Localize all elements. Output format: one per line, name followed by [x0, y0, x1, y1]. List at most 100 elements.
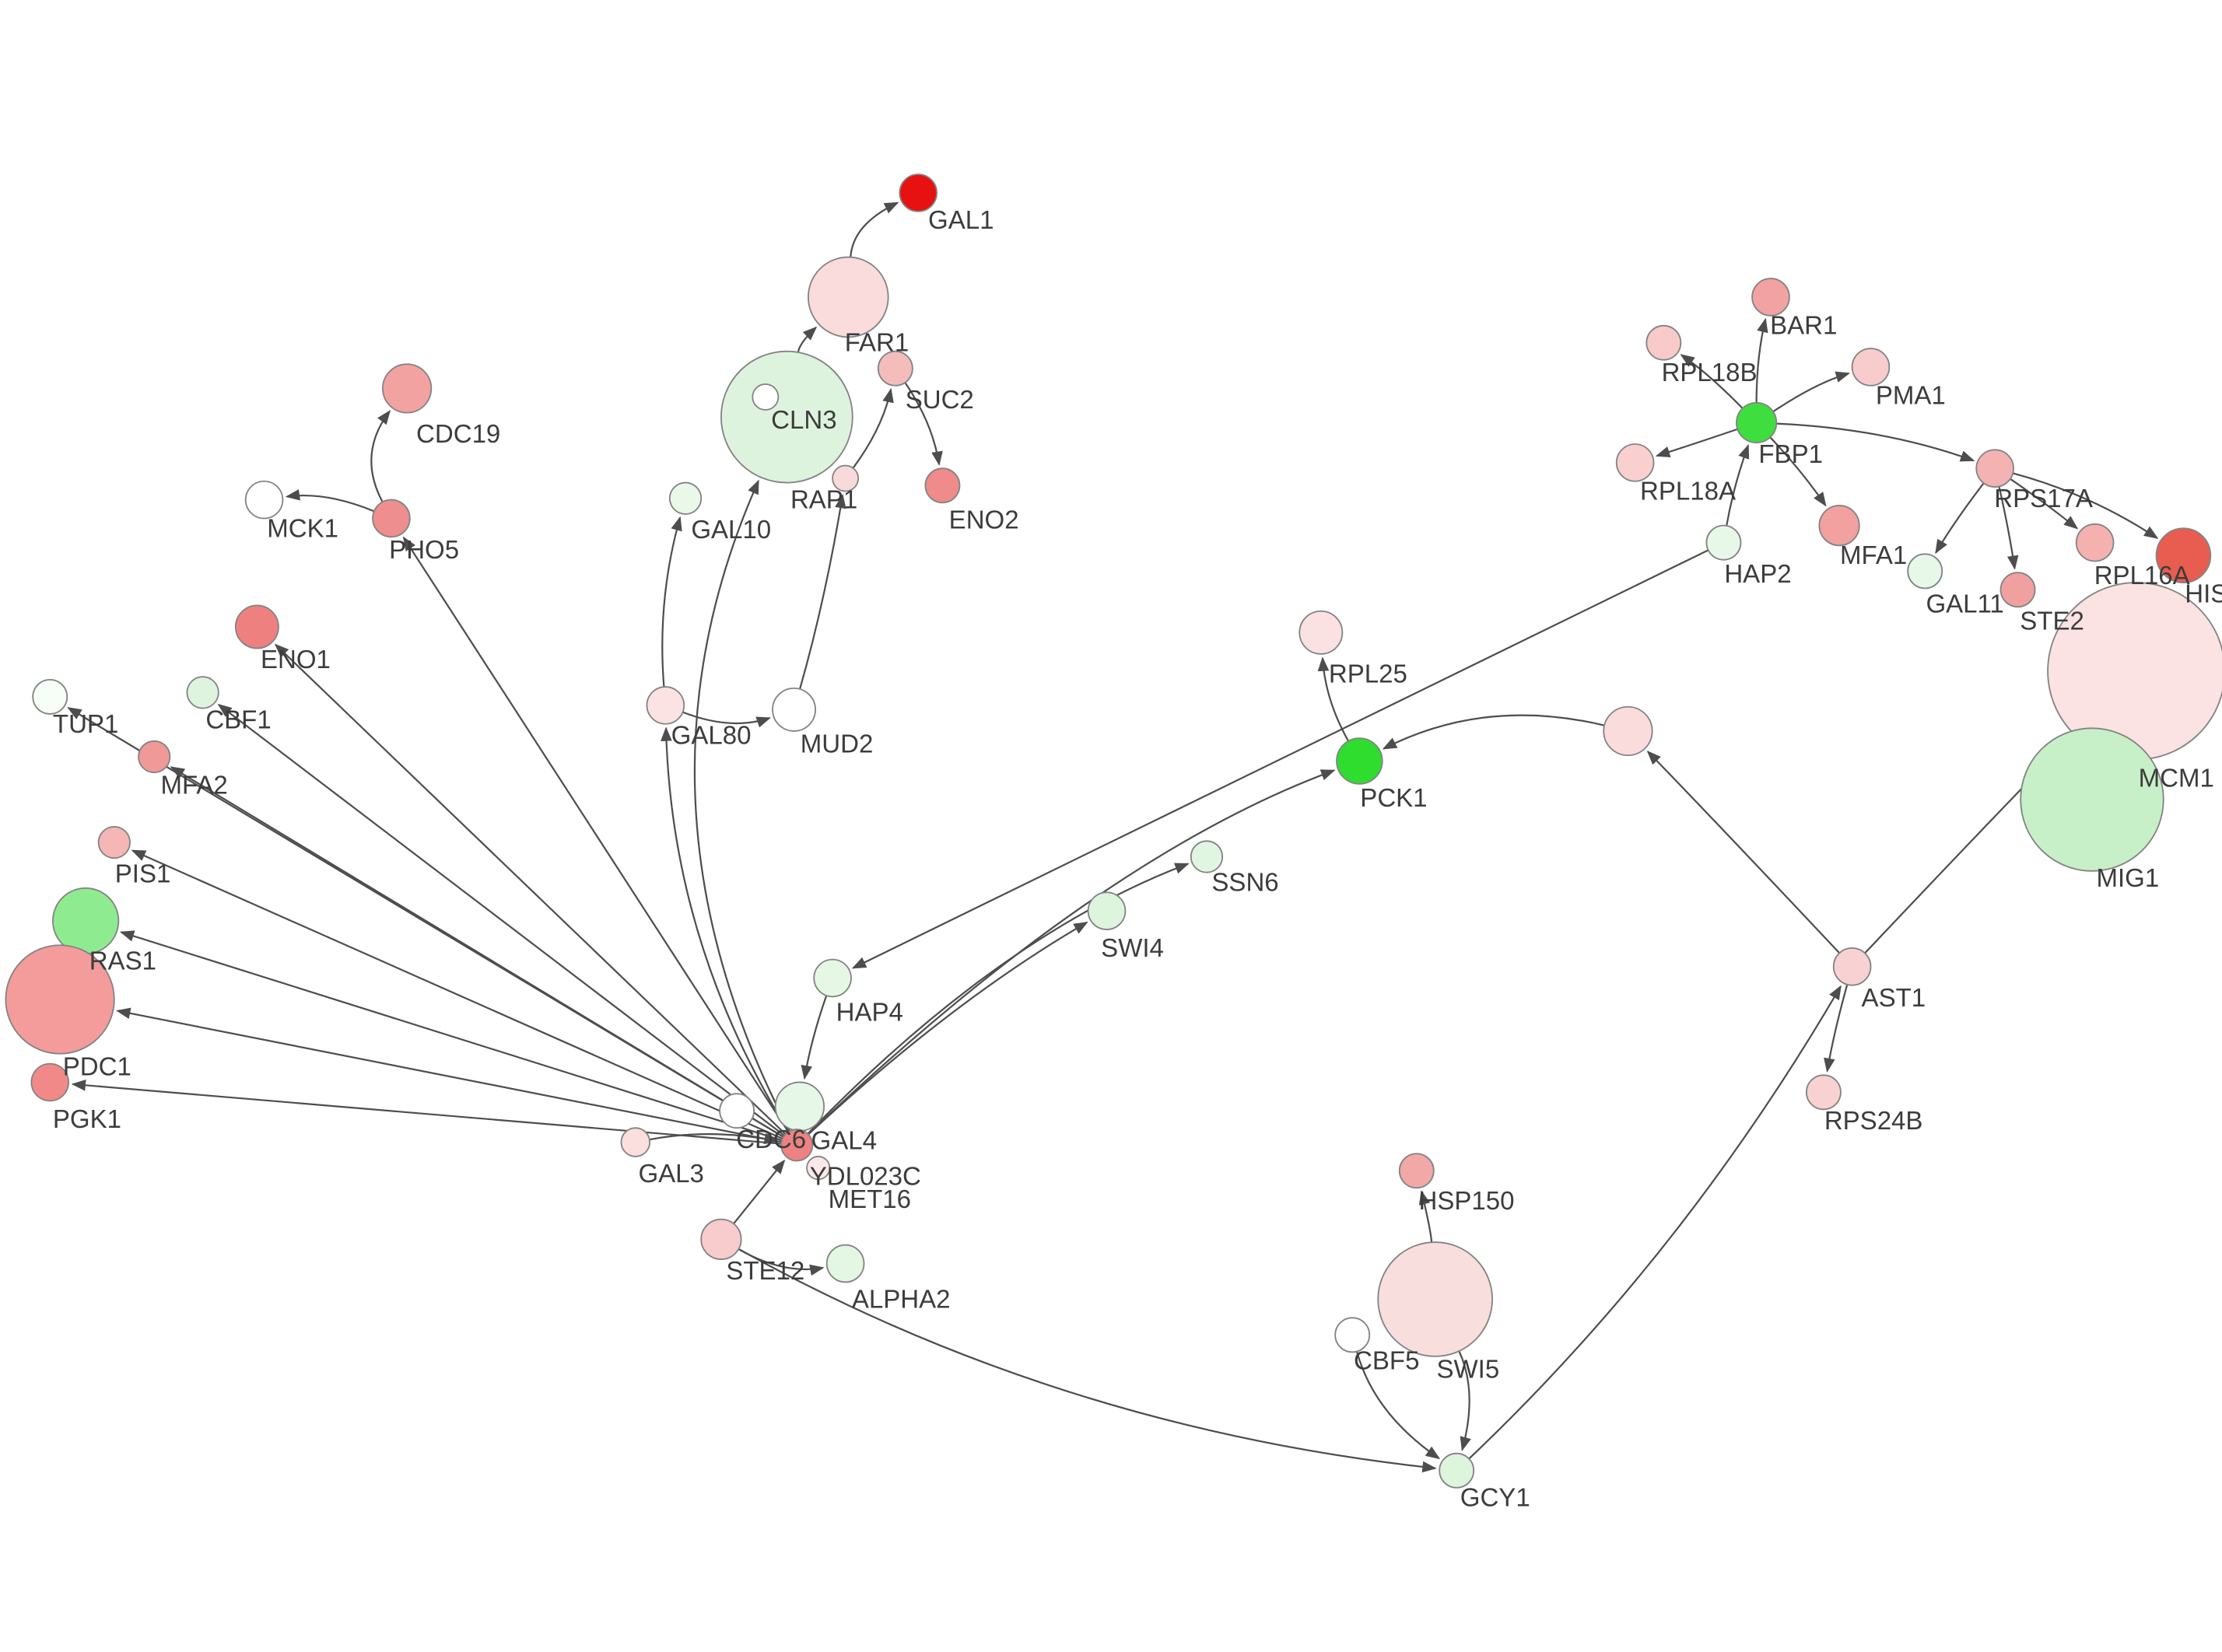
node-unlabeled-a[interactable]: [752, 383, 780, 411]
node-gal3[interactable]: [620, 1127, 651, 1157]
node-mfa1[interactable]: [1818, 505, 1860, 547]
node-rps17a[interactable]: [1975, 449, 2014, 488]
edge-fbp1-bar1[interactable]: [1755, 317, 1768, 403]
node-gal80[interactable]: [646, 686, 685, 725]
node-pis1[interactable]: [97, 826, 131, 859]
node-far1[interactable]: [807, 256, 889, 338]
edge-unlabeled-b-pck1[interactable]: [1382, 714, 1605, 750]
node-rpl25[interactable]: [1299, 610, 1344, 655]
edge-gal4-gal80[interactable]: [661, 726, 790, 1132]
edge-gal4-ras1[interactable]: [119, 930, 783, 1142]
node-pma1[interactable]: [1851, 348, 1891, 387]
edge-cbf5-gcy1[interactable]: [1355, 1351, 1441, 1460]
node-gal11[interactable]: [1907, 553, 1943, 590]
edge-swi5-hsp150[interactable]: [1418, 1190, 1433, 1243]
node-mfa2[interactable]: [138, 740, 171, 774]
edge-rps17a-gal11[interactable]: [1935, 482, 1985, 555]
edge-ste12-gal4[interactable]: [733, 1159, 786, 1225]
node-pgk1[interactable]: [30, 1062, 70, 1102]
edge-rps17a-ste2[interactable]: [1998, 486, 2019, 570]
edge-rps17a-his4[interactable]: [2012, 472, 2159, 539]
edge-fbp1-rpl18b[interactable]: [1680, 354, 1744, 409]
node-ras1[interactable]: [51, 887, 120, 955]
edge-gal4-eno1[interactable]: [274, 643, 787, 1136]
node-mig1[interactable]: [2020, 727, 2164, 872]
edge-gal4-mfa2[interactable]: [170, 766, 784, 1138]
node-ast1[interactable]: [1832, 947, 1872, 986]
node-swi5[interactable]: [1377, 1241, 1493, 1357]
edge-fbp1-mfa1[interactable]: [1769, 436, 1827, 507]
node-suc2[interactable]: [877, 350, 913, 387]
edge-far1-gal1[interactable]: [850, 201, 899, 257]
node-unlabeled-b[interactable]: [1603, 705, 1653, 757]
edge-gal3-gal4[interactable]: [649, 1132, 779, 1145]
edge-ste12-alpha2[interactable]: [738, 1248, 825, 1276]
node-eno1[interactable]: [234, 604, 279, 649]
node-rpl16a[interactable]: [2075, 523, 2115, 562]
edge-hap2-fbp1[interactable]: [1726, 444, 1750, 527]
node-gcy1[interactable]: [1439, 1452, 1475, 1489]
edge-rap1-suc2[interactable]: [852, 387, 894, 469]
node-hap2[interactable]: [1705, 524, 1742, 561]
node-rpl18a[interactable]: [1615, 443, 1655, 482]
edge-pho5-cdc19[interactable]: [370, 410, 391, 502]
edge-gal4-cbf1[interactable]: [217, 703, 785, 1136]
node-tup1[interactable]: [32, 678, 68, 715]
edge-gal4-ssn6[interactable]: [807, 863, 1190, 1135]
edge-gal80-gal10[interactable]: [661, 516, 682, 688]
edge-gal4-cln3[interactable]: [693, 479, 790, 1132]
edge-gal80-mud2[interactable]: [682, 711, 771, 728]
node-cln3[interactable]: [720, 350, 853, 484]
edge-suc2-eno2[interactable]: [904, 382, 943, 466]
edge-gal4-pho5[interactable]: [402, 536, 790, 1132]
edge-swi5-gcy1[interactable]: [1458, 1350, 1471, 1451]
edge-hap2-hap4[interactable]: [851, 549, 1709, 969]
node-mud2[interactable]: [772, 687, 816, 732]
node-ydl023c[interactable]: [774, 1081, 825, 1132]
edge-gal4-swi4[interactable]: [808, 921, 1088, 1136]
node-met16[interactable]: [806, 1155, 831, 1181]
edge-ste12-gcy1[interactable]: [738, 1248, 1437, 1473]
node-gal4[interactable]: [780, 1129, 814, 1162]
node-hsp150[interactable]: [1398, 1153, 1435, 1189]
edge-fbp1-rps17a[interactable]: [1776, 422, 1975, 462]
edge-ast1-unlabeled-b[interactable]: [1646, 750, 1841, 954]
edge-fbp1-pma1[interactable]: [1772, 371, 1851, 413]
node-rap1[interactable]: [832, 464, 860, 492]
edge-rps17a-rpl16a[interactable]: [2010, 478, 2079, 530]
node-swi4[interactable]: [1087, 891, 1127, 930]
edge-pho5-mck1[interactable]: [285, 488, 375, 513]
edge-cln3-far1[interactable]: [797, 326, 818, 353]
node-cbf5[interactable]: [1334, 1317, 1371, 1353]
edge-gcy1-ast1[interactable]: [1468, 985, 1842, 1460]
edge-gal4-pgk1[interactable]: [71, 1079, 782, 1145]
node-pdc1[interactable]: [5, 944, 115, 1055]
node-pho5[interactable]: [372, 499, 411, 538]
node-cbf1[interactable]: [186, 676, 219, 709]
node-ste2[interactable]: [1999, 572, 2036, 608]
edge-ast1-rps24b[interactable]: [1824, 984, 1849, 1073]
edge-fbp1-rpl18a[interactable]: [1655, 428, 1738, 458]
node-rps24b[interactable]: [1805, 1074, 1842, 1111]
edge-pck1-rpl25[interactable]: [1317, 656, 1350, 742]
node-bar1[interactable]: [1751, 278, 1790, 317]
node-rpl18b[interactable]: [1645, 324, 1682, 361]
node-alpha2[interactable]: [825, 1244, 865, 1283]
edge-gal4-pck1[interactable]: [808, 769, 1336, 1136]
node-gal1[interactable]: [899, 173, 938, 212]
node-ste12[interactable]: [700, 1218, 742, 1260]
node-hap4[interactable]: [813, 958, 852, 998]
edge-gal4-pis1[interactable]: [131, 849, 783, 1140]
node-gal10[interactable]: [668, 481, 703, 515]
node-eno2[interactable]: [924, 467, 961, 504]
node-fbp1[interactable]: [1736, 401, 1778, 444]
node-cdc19[interactable]: [381, 363, 433, 414]
edge-hap4-ydl023c[interactable]: [801, 995, 828, 1080]
node-ssn6[interactable]: [1190, 840, 1224, 873]
node-cdc6[interactable]: [719, 1093, 755, 1129]
edge-mud2-rap1[interactable]: [799, 493, 846, 690]
edge-gal4-pdc1[interactable]: [116, 1007, 782, 1143]
node-pck1[interactable]: [1336, 737, 1383, 785]
node-his4[interactable]: [2155, 527, 2212, 583]
